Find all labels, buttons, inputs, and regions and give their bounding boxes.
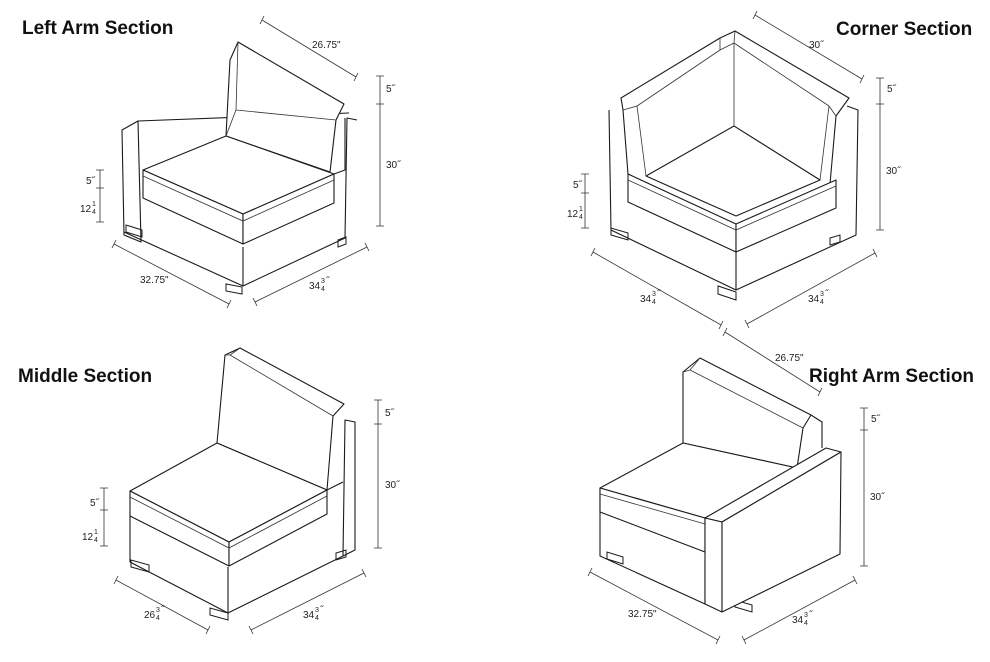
right-arm-depth-den: 4 (804, 620, 808, 627)
right-arm-depth-unit: ˝ (809, 609, 813, 621)
left-arm-front-width-label: 32.75" (140, 275, 169, 286)
corner-chair: 30˝ 5˝ 30˝ 5˝ 12 1 4 34 3 4 ˝ 34 3 4 ˝ (567, 10, 901, 330)
middle-foot-front (209, 607, 229, 621)
right-arm-height-dimension-line (860, 407, 868, 567)
left-arm-foot-right (337, 236, 347, 248)
left-arm-front-dimension-line (111, 239, 232, 309)
corner-total-height-label: 30˝ (886, 165, 901, 177)
left-arm-seat-height-den: 4 (92, 209, 96, 216)
left-arm-foot-front (225, 283, 243, 295)
corner-right-dimension-line (744, 248, 878, 329)
middle-arm-height-label: 5˝ (90, 497, 100, 509)
corner-back-height-label: 5˝ (887, 83, 897, 95)
corner-top-width-label: 30˝ (809, 39, 824, 51)
right-arm-front-dimension-line (587, 567, 721, 645)
corner-left-whole: 34 (640, 294, 652, 305)
middle-width-unit: ˝ (161, 604, 165, 616)
right-arm-depth-dimension-line (741, 575, 858, 645)
corner-left-num: 3 (652, 291, 656, 298)
middle-depth-den: 4 (315, 615, 319, 622)
middle-front-dimension-line (113, 575, 211, 635)
left-arm-total-height-label: 30˝ (386, 159, 401, 171)
left-arm-seat-dimension-line (96, 169, 104, 223)
corner-right-den: 4 (820, 299, 824, 306)
left-arm-back-height-label: 5˝ (386, 83, 396, 95)
corner-seat-height-whole: 12 (567, 209, 579, 220)
middle-width-num: 3 (156, 607, 160, 614)
corner-seat-dimension-line (581, 173, 589, 229)
middle-seat-height-den: 4 (94, 537, 98, 544)
middle-chair: 5˝ 30˝ 5˝ 12 1 4 26 3 4 ˝ 34 3 4 ˝ (82, 347, 400, 635)
corner-top-dimension-line (752, 10, 865, 84)
corner-seat-cushion (645, 125, 821, 217)
right-arm-depth-whole: 34 (792, 615, 804, 626)
left-arm-depth-num: 3 (321, 278, 325, 285)
corner-right-whole: 34 (808, 294, 820, 305)
right-arm-depth-num: 3 (804, 612, 808, 619)
middle-base (129, 419, 356, 614)
corner-right-unit: ˝ (825, 288, 829, 300)
corner-height-dimension-line (876, 77, 884, 231)
middle-depth-dimension-line (248, 568, 367, 635)
right-arm-title: Right Arm Section (809, 366, 975, 387)
middle-width-den: 4 (156, 615, 160, 622)
left-arm-depth-den: 4 (321, 286, 325, 293)
middle-height-dimension-line (374, 399, 382, 549)
right-arm-total-height-label: 30˝ (870, 491, 885, 503)
right-arm-front-width-label: 32.75" (628, 609, 657, 620)
middle-width-whole: 26 (144, 610, 156, 621)
corner-left-dimension-line (590, 247, 724, 330)
corner-left-den: 4 (652, 299, 656, 306)
left-arm-seat-height-whole: 12 (80, 204, 92, 215)
left-arm-depth-dimension-line (252, 242, 370, 307)
left-arm-seat-height-num: 1 (92, 201, 96, 208)
left-arm-chair: 26.75" 5˝ 30˝ 5˝ 12 1 4 32.75" 34 3 4 ˝ (80, 15, 401, 309)
middle-depth-num: 3 (315, 607, 319, 614)
left-arm-top-dimension-line (259, 15, 359, 82)
right-arm-top-width-label: 26.75" (775, 353, 804, 364)
left-arm-depth-unit: ˝ (326, 275, 330, 287)
corner-base (608, 105, 859, 291)
left-arm-title: Left Arm Section (22, 18, 174, 39)
right-arm-chair: 26.75" 5˝ 30˝ 32.75" 34 3 4 ˝ (587, 327, 885, 645)
left-arm-foot-left (125, 224, 143, 238)
middle-seat-height-whole: 12 (82, 532, 94, 543)
corner-arm-height-label: 5˝ (573, 179, 583, 191)
middle-depth-whole: 34 (303, 610, 315, 621)
left-arm-top-width-label: 26.75" (312, 40, 341, 51)
middle-title: Middle Section (18, 366, 153, 387)
corner-title: Corner Section (836, 19, 973, 40)
middle-seat-dimension-line (100, 487, 108, 547)
middle-total-height-label: 30˝ (385, 479, 400, 491)
middle-back-height-label: 5˝ (385, 407, 395, 419)
right-arm-foot-left (606, 551, 624, 565)
corner-left-unit: ˝ (657, 288, 661, 300)
middle-seat-height-num: 1 (94, 529, 98, 536)
right-arm-top-dimension-line (722, 327, 823, 397)
corner-seat-height-num: 1 (579, 206, 583, 213)
right-arm-back-height-label: 5˝ (871, 413, 881, 425)
left-arm-depth-whole: 34 (309, 281, 321, 292)
left-arm-base (123, 117, 358, 287)
corner-seat-height-den: 4 (579, 214, 583, 221)
middle-depth-unit: ˝ (320, 604, 324, 616)
left-arm-arm-height-label: 5˝ (86, 175, 96, 187)
corner-right-num: 3 (820, 291, 824, 298)
corner-foot-front (717, 285, 737, 301)
left-arm-height-dimension-line (376, 75, 384, 227)
